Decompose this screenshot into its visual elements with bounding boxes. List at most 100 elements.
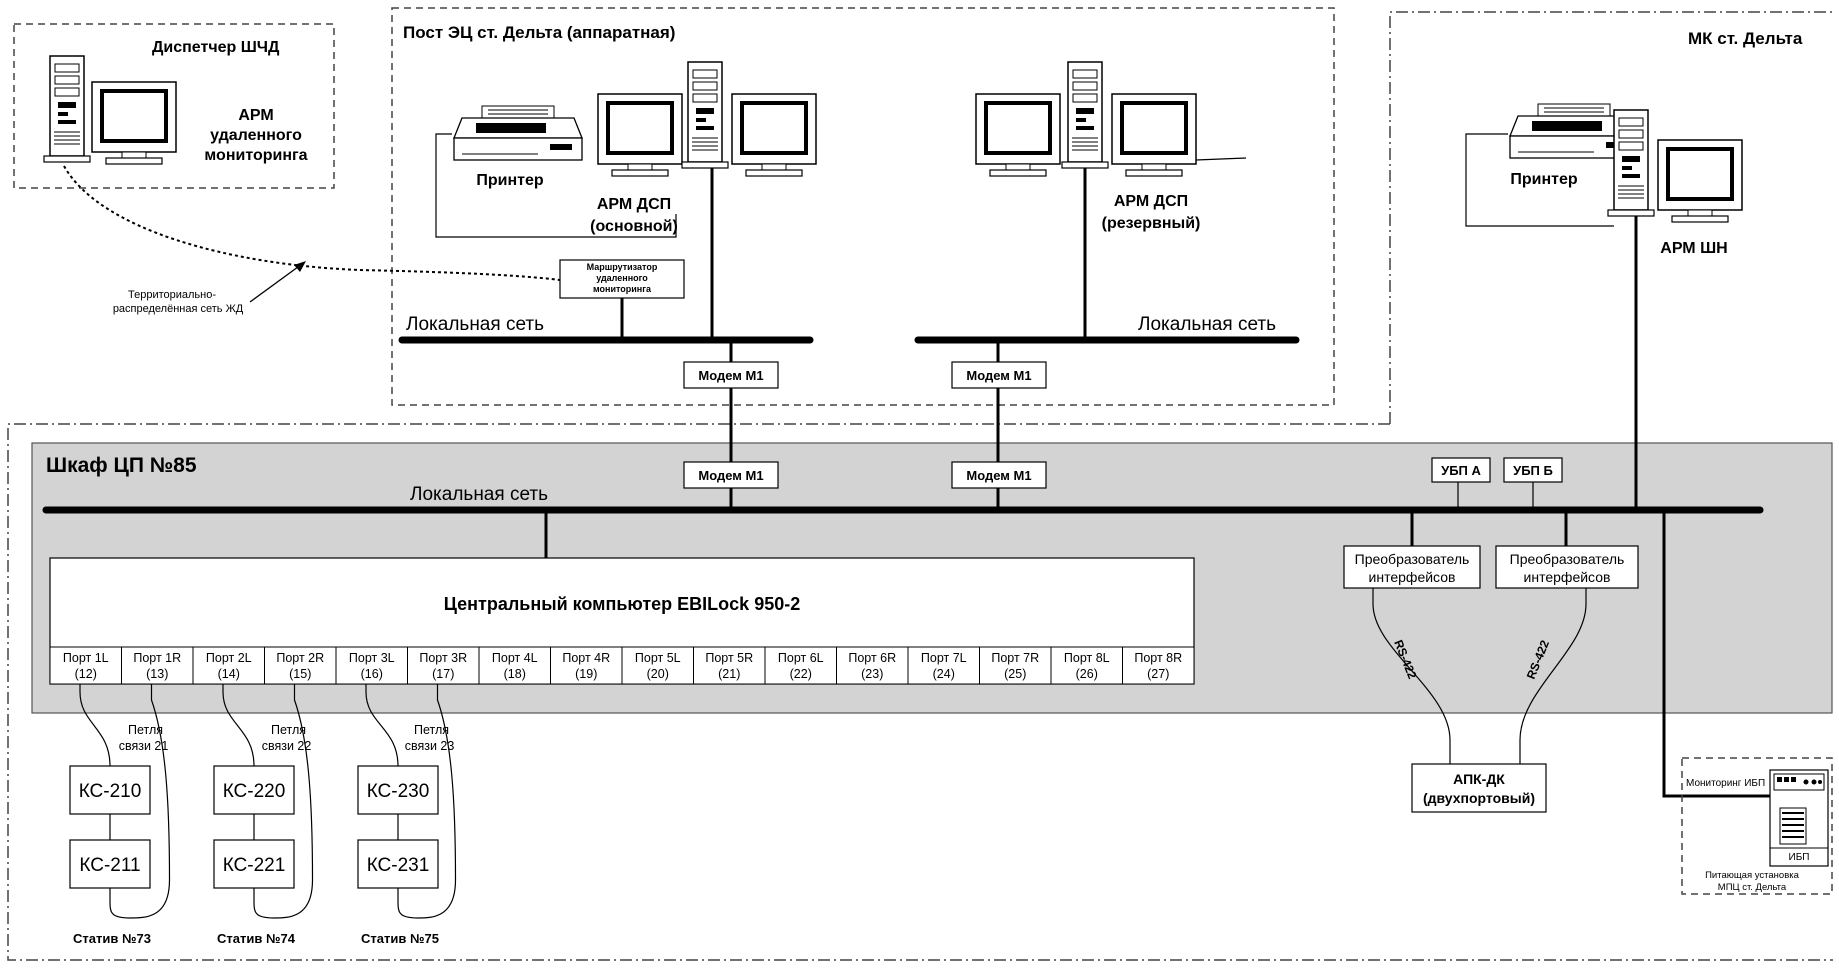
- port-cell: [1050, 646, 1123, 685]
- cabinet-lan-label: Локальная сеть: [410, 484, 548, 505]
- ups-label: ИБП: [1789, 852, 1810, 863]
- port-name: Порт 2R: [276, 651, 324, 665]
- rack-top-label: КС-210: [79, 781, 142, 802]
- remote-label-3: мониторинга: [204, 147, 307, 164]
- modem-lower-right: [951, 461, 1047, 489]
- monitor-icon: [731, 93, 817, 177]
- loop-label-2: связи 21: [119, 739, 169, 753]
- port-number: (23): [861, 667, 883, 681]
- wan-label-1: Территориально-: [128, 289, 216, 301]
- modem-upper-right-label: Модем М1: [966, 368, 1031, 383]
- rack-top-box: [69, 765, 151, 815]
- dsp-reserve-workstation: [975, 61, 1197, 177]
- computer-tower-icon: [1607, 109, 1655, 217]
- loop-wire-right: [109, 684, 171, 919]
- modem-upper-left: [683, 361, 779, 389]
- port-name: Порт 1R: [133, 651, 181, 665]
- port-name: Порт 7R: [991, 651, 1039, 665]
- router-label-3: мониторинга: [593, 284, 652, 294]
- port-cell: [192, 646, 265, 685]
- post-printer-label: Принтер: [476, 172, 544, 189]
- port-row: Порт 1L(12)Порт 1R(13)Порт 2L(14)Порт 2R…: [49, 646, 1195, 685]
- dispatcher-title: Диспетчер ШЧД: [152, 39, 280, 56]
- ubp-a-label: УБП А: [1441, 463, 1481, 478]
- rack-caption: Статив №75: [361, 931, 439, 946]
- monitor-icon: [975, 93, 1061, 177]
- cabinet-title: Шкаф ЦП №85: [46, 454, 197, 477]
- converter-left-label-2: интерфейсов: [1369, 569, 1456, 585]
- ubp-b-box: [1503, 457, 1563, 483]
- dsp-main-workstation: [597, 61, 817, 177]
- ups-frame: [1681, 757, 1833, 895]
- port-number: (14): [218, 667, 240, 681]
- port-name: Порт 1L: [63, 651, 109, 665]
- converter-left-box: [1343, 545, 1481, 589]
- port-cell: [550, 646, 623, 685]
- ups-indicators-icon: [1777, 777, 1822, 785]
- modem-upper-right: [951, 361, 1047, 389]
- dsp-main-label-2: (основной): [590, 218, 678, 235]
- computer-tower-icon: [1061, 61, 1109, 169]
- rack-caption: Статив №73: [73, 931, 151, 946]
- apk-box: [1411, 763, 1547, 813]
- port-number: (12): [75, 667, 97, 681]
- dsp-main-label-1: АРМ ДСП: [597, 196, 671, 213]
- rack-bottom-label: КС-211: [79, 855, 140, 876]
- port-number: (27): [1147, 667, 1169, 681]
- loop-wire-left: [79, 684, 111, 767]
- port-cell: [264, 646, 337, 685]
- remote-label-1: АРМ: [238, 107, 273, 124]
- port-cell: [335, 646, 408, 685]
- port-cell: [621, 646, 694, 685]
- port-name: Порт 5R: [705, 651, 753, 665]
- post-lan-right-label: Локальная сеть: [1138, 314, 1276, 335]
- dispatcher-frame: [13, 23, 335, 189]
- port-cell: [1122, 646, 1195, 685]
- monitor-icon: [1111, 93, 1197, 177]
- converter-left-label-1: Преобразователь: [1355, 551, 1470, 567]
- port-cell: [764, 646, 837, 685]
- rs422-left-line: [1372, 588, 1451, 764]
- rack-bottom-box: [69, 839, 151, 889]
- rack-bottom-box: [357, 839, 439, 889]
- rack-top-label: КС-230: [367, 781, 430, 802]
- port-number: (26): [1076, 667, 1098, 681]
- port-cell: [979, 646, 1052, 685]
- port-cell: [121, 646, 194, 685]
- ups-caption-2: МПЦ ст. Дельта: [1718, 882, 1787, 893]
- loop-wire-right: [253, 684, 314, 919]
- rack-bottom-label: КС-221: [223, 855, 286, 876]
- port-number: (20): [647, 667, 669, 681]
- wan-link: [63, 165, 561, 281]
- mk-frame: [1389, 11, 1833, 424]
- modem-lower-left-label: Модем М1: [698, 468, 763, 483]
- loop-wire-right: [397, 684, 457, 919]
- port-name: Порт 4L: [492, 651, 538, 665]
- loop-label-2: связи 23: [405, 739, 455, 753]
- port-number: (25): [1004, 667, 1026, 681]
- port-name: Порт 8L: [1064, 651, 1110, 665]
- converter-right-label-2: интерфейсов: [1524, 569, 1611, 585]
- post-lan-left-label: Локальная сеть: [406, 314, 544, 335]
- loop-label-1: Петля: [128, 723, 163, 737]
- monitor-icon: [1657, 139, 1743, 223]
- port-name: Порт 3R: [419, 651, 467, 665]
- ups-caption-1: Питающая установка: [1705, 870, 1800, 881]
- wan-label-2: распределённая сеть ЖД: [113, 303, 244, 315]
- port-number: (19): [575, 667, 597, 681]
- port-number: (18): [504, 667, 526, 681]
- router-label-1: Маршрутизатор: [587, 262, 658, 272]
- shn-label: АРМ ШН: [1660, 240, 1727, 257]
- arrow-head-icon: [294, 261, 306, 272]
- apk-label-1: АПК-ДК: [1453, 771, 1505, 787]
- port-name: Порт 5L: [635, 651, 681, 665]
- ups-monitoring-label: Мониторинг ИБП: [1686, 778, 1765, 789]
- ups-link: [1662, 510, 1770, 798]
- port-number: (13): [146, 667, 168, 681]
- mk-title: МК ст. Дельта: [1688, 29, 1803, 48]
- port-cell: [49, 646, 122, 685]
- ups-vent-icon: [1779, 807, 1807, 845]
- printer-cable: [435, 133, 677, 238]
- port-cell: [836, 646, 909, 685]
